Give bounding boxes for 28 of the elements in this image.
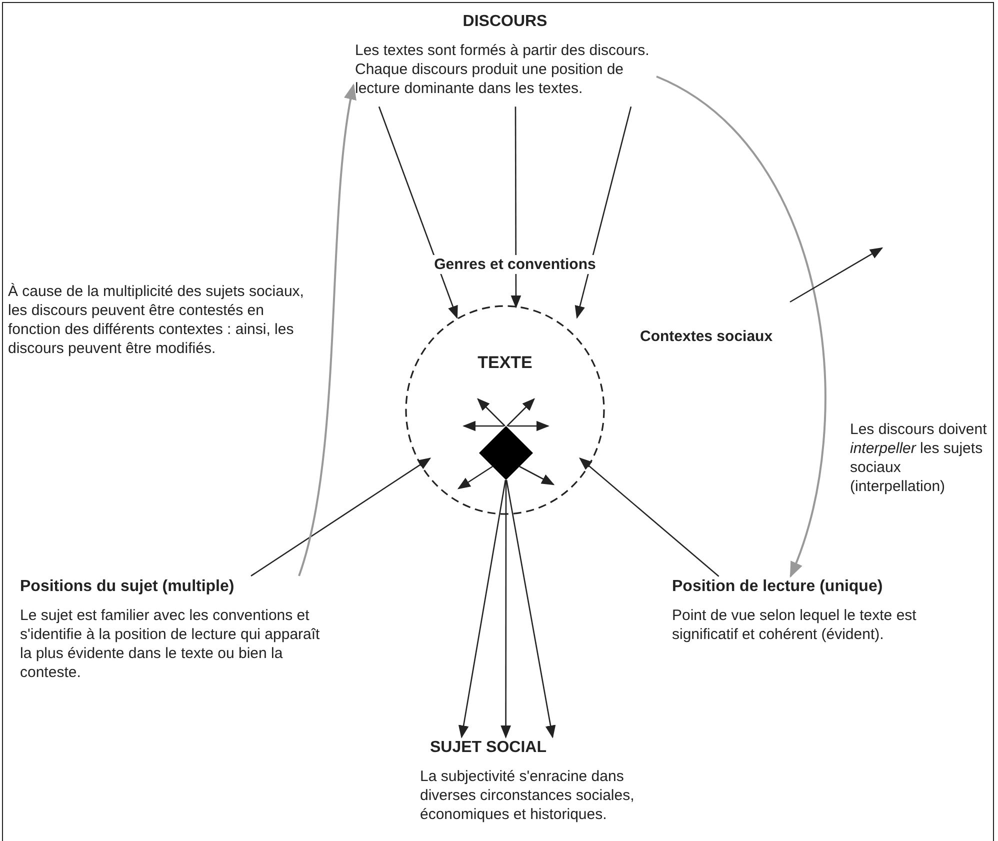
- arrow: [457, 466, 493, 490]
- heading: Positions du sujet (multiple): [20, 577, 236, 597]
- arrow: [510, 106, 522, 308]
- arrow: [656, 76, 826, 578]
- arrow: [579, 457, 720, 577]
- arrow: [250, 458, 432, 576]
- arrow: [506, 398, 535, 426]
- paragraph: Point de vue selon lequel le texte est significatif et cohérent (évident).: [672, 606, 918, 644]
- arrow: [462, 420, 504, 432]
- arrow: [519, 466, 555, 486]
- arrow: [378, 106, 458, 319]
- arrow: [458, 480, 506, 738]
- section-label: Contextes sociaux: [640, 327, 774, 346]
- arrow: [506, 480, 556, 738]
- arrow: [508, 420, 550, 432]
- arrow: [298, 84, 358, 576]
- arrow: [500, 480, 511, 738]
- arrow: [477, 398, 506, 426]
- heading: Position de lecture (unique): [672, 577, 884, 597]
- paragraph: La subjectivité s'enracine dans diverses circonstances sociales, économiques et historiques.: [420, 767, 636, 824]
- paragraph: Le sujet est familier avec les conventions et s'identifie à la position de lecture qui apparaît la plus évidente dans le texte ou bien la conteste.: [20, 606, 320, 682]
- node-label: TEXTE: [476, 353, 534, 373]
- arrow: [574, 106, 632, 319]
- paragraph: Les discours doivent interpeller les sujets sociaux (interpellation): [850, 420, 988, 496]
- paragraph: Les textes sont formés à partir des discours. Chaque discours produit une position de lecture dominante dans les textes.: [355, 41, 650, 98]
- paragraph: À cause de la multiplicité des sujets sociaux, les discours peuvent être contestés en fonction des différents contextes : ainsi, les discours peuvent être modifiés.: [8, 282, 305, 358]
- heading: SUJET SOCIAL: [429, 738, 548, 758]
- heading: DISCOURS: [462, 12, 548, 32]
